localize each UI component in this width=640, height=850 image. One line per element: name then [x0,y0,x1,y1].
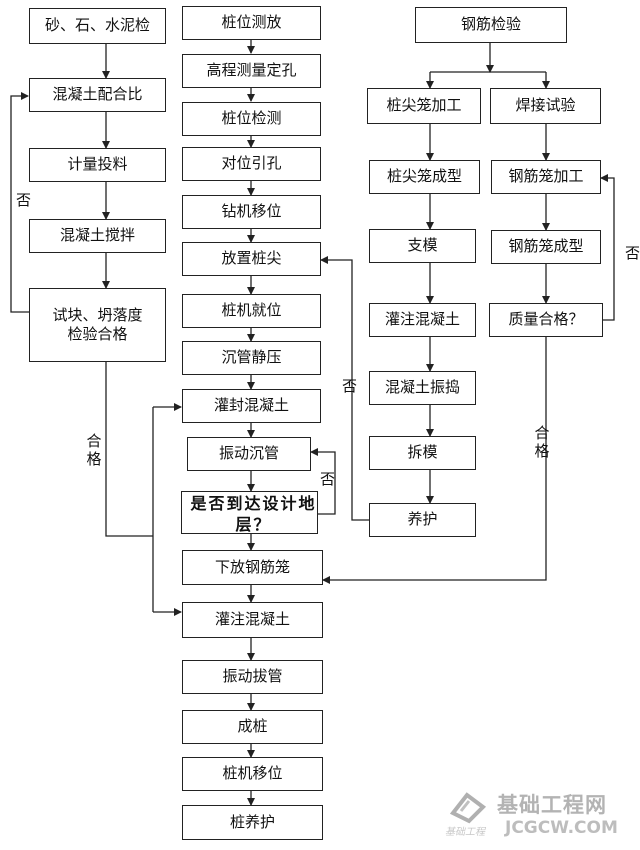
left-pass-label: 合格 [86,432,102,468]
right-no-label-left: 否 [342,377,358,395]
rebar-cage-forming-box: 钢筋笼成型 [491,230,601,264]
welding-test-box: 焊接试验 [490,88,601,124]
watermark: 基础工程网 JCGCW.COM 基础工程 [445,785,637,847]
formwork-box: 支模 [369,229,476,263]
place-pile-tip-box: 放置桩尖 [182,242,321,276]
line-curing-to-place-tip [320,256,369,521]
curing-box: 养护 [369,503,476,537]
right-pass-label: 合格 [534,424,550,460]
demold-box: 拆模 [369,436,476,470]
watermark-name: 基础工程网 [497,793,607,817]
line-test-down-to-main [105,362,153,537]
rebar-inspection-box: 钢筋检验 [415,7,567,43]
sink-pipe-press-box: 沉管静压 [182,341,321,375]
reach-design-layer-box: 是否到达设计地层？ [181,491,318,534]
tip-cage-processing-box: 桩尖笼加工 [367,88,481,124]
elevation-survey-box: 高程测量定孔 [182,54,321,88]
drill-move-box: 钻机移位 [182,195,321,229]
lower-rebar-cage-box: 下放钢筋笼 [182,550,323,585]
watermark-logo-icon [449,792,487,824]
pile-machine-position-box: 桩机就位 [182,294,321,328]
feedback-test-to-mix [10,92,29,313]
pile-position-check-box: 桩位检测 [182,102,321,136]
feedback-design-to-vibrate [310,448,336,515]
center-no-label: 否 [320,470,336,488]
vibrate-sink-pipe-box: 振动沉管 [187,437,311,471]
metering-box: 计量投料 [29,148,166,182]
tip-cage-forming-box: 桩尖笼成型 [369,160,480,194]
pile-machine-move-box: 桩机移位 [182,757,323,791]
quality-check-box: 质量合格？ [489,303,603,337]
feedback-quality-to-cage [600,174,615,321]
test-block-slump-check-box: 试块、坍落度检验合格 [29,288,166,362]
seal-pour-concrete-box: 灌封混凝土 [182,389,321,423]
concrete-mix-ratio-box: 混凝土配合比 [29,78,166,112]
vibrate-pull-pipe-box: 振动拔管 [182,660,323,694]
watermark-slogan: 基础工程 [445,827,485,838]
rebar-cage-processing-box: 钢筋笼加工 [491,160,601,194]
pile-curing-box: 桩养护 [182,805,323,840]
right-no-label-right: 否 [625,244,640,262]
left-no-label: 否 [16,191,32,209]
right-pour-concrete-box: 灌注混凝土 [369,303,476,337]
align-hole-box: 对位引孔 [182,147,321,181]
watermark-url: JCGCW.COM [505,818,618,838]
concrete-vibrating-box: 混凝土振捣 [369,371,476,405]
form-pile-box: 成桩 [182,710,323,744]
pile-position-survey-box: 桩位测放 [182,6,321,40]
sand-stone-cement-check-box: 砂、石、水泥检 [29,8,166,44]
line-quality-to-lower-cage [322,337,547,584]
pour-concrete-box: 灌注混凝土 [182,602,323,638]
concrete-stirring-box: 混凝土搅拌 [29,219,166,253]
